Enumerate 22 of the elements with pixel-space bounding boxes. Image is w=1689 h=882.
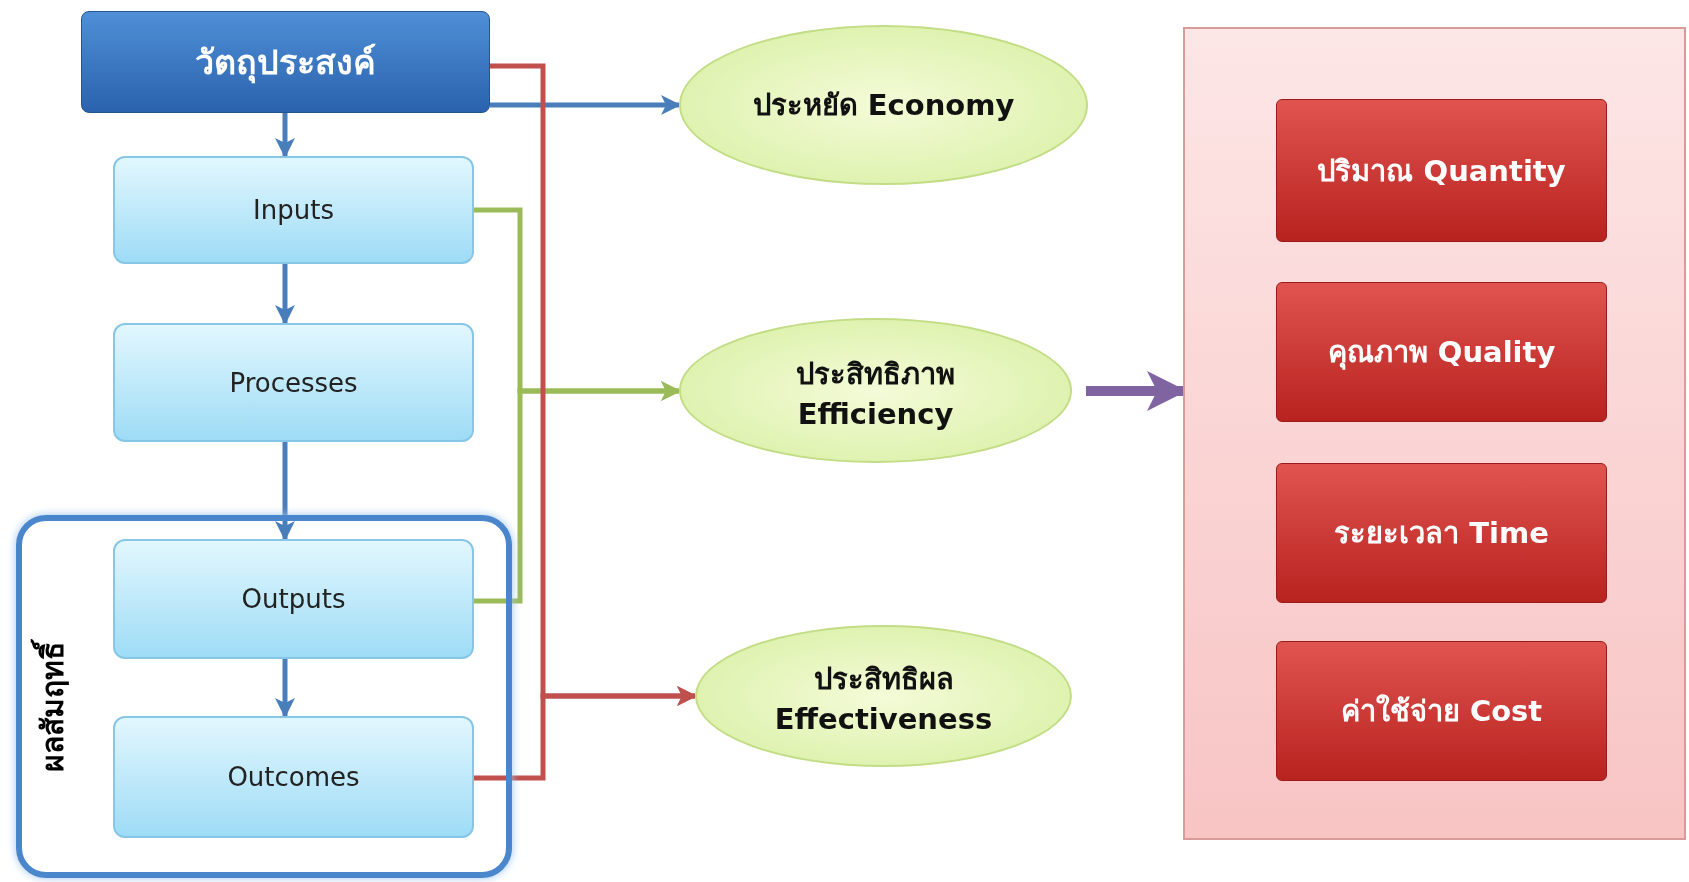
- result-ellipse: ประสิทธิผล Effectiveness: [695, 625, 1072, 767]
- group-outline: [16, 515, 512, 878]
- arrow: [275, 442, 295, 541]
- group-label: ผลสัมฤทธิ์: [28, 641, 76, 771]
- arrow: [474, 686, 697, 781]
- criteria-box: ค่าใช้จ่าย Cost: [1276, 641, 1607, 781]
- panel: [1183, 27, 1686, 840]
- process-box: Outputs: [113, 539, 474, 659]
- process-box: Inputs: [113, 156, 474, 264]
- result-ellipse: ประหยัด Economy: [679, 25, 1088, 185]
- arrow: [275, 113, 295, 158]
- title-box: วัตถุประสงค์: [81, 11, 490, 113]
- result-ellipse: ประสิทธิภาพ Efficiency: [679, 318, 1072, 463]
- process-box: Outcomes: [113, 716, 474, 838]
- arrow: [275, 659, 295, 718]
- arrow: [474, 381, 681, 604]
- criteria-box: ระยะเวลา Time: [1276, 463, 1607, 603]
- criteria-box: ปริมาณ Quantity: [1276, 99, 1607, 242]
- arrow: [275, 264, 295, 325]
- process-box: Processes: [113, 323, 474, 442]
- arrow: [490, 95, 681, 115]
- criteria-box: คุณภาพ Quality: [1276, 282, 1607, 422]
